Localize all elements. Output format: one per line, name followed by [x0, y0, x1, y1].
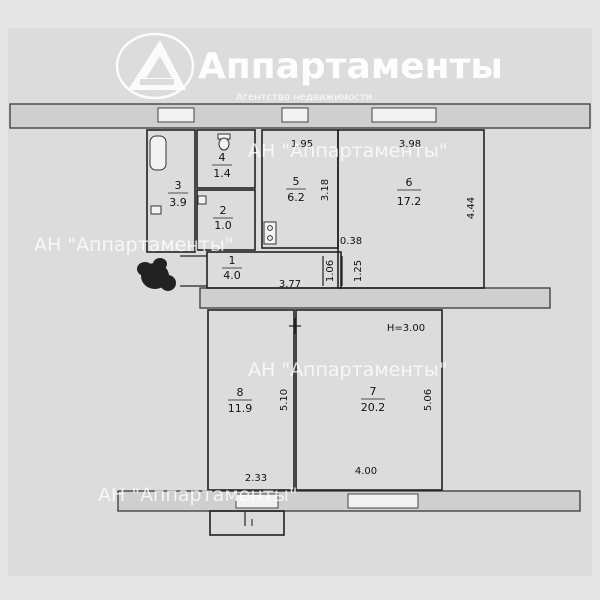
dimension-labels: 1.95 3.98 3.18 4.44 0.38 1.06 1.25 3.77 …	[245, 139, 477, 529]
dim-0-38: 0.38	[340, 236, 362, 247]
stove	[263, 221, 277, 245]
room-6-num: 6	[406, 176, 413, 189]
entrance-vestibule	[209, 510, 285, 536]
dim-5-06: 5.06	[423, 389, 434, 411]
room-5-area: 6.2	[287, 191, 305, 204]
room-7-outline	[295, 309, 443, 491]
partitions	[180, 255, 343, 526]
room-5-num: 5	[293, 175, 300, 188]
dim-3-77: 3.77	[279, 279, 301, 290]
logo-triangle-icon	[128, 40, 186, 90]
window-kitchen	[281, 107, 309, 123]
sink-small	[197, 195, 207, 205]
window-bath	[157, 107, 195, 123]
room-3-outline	[146, 129, 196, 253]
watermark-2: АН "Аппартаменты"	[34, 234, 234, 256]
window-room7	[347, 493, 419, 509]
room-3-num: 3	[175, 179, 182, 192]
middle-wall-band	[199, 287, 551, 309]
room-1-num: 1	[229, 254, 236, 267]
room-6-outline	[337, 129, 485, 289]
room-4-num: 4	[219, 151, 226, 164]
dim-4-00: 4.00	[355, 466, 377, 477]
toilet-bowl	[218, 137, 230, 151]
dim-1-95: 1.95	[291, 139, 313, 150]
watermark-1: АН "Аппартаменты"	[248, 140, 448, 162]
watermarks: АН "Аппартаменты" АН "Аппартаменты" АН "…	[34, 140, 448, 506]
room-2-num: 2	[220, 204, 227, 217]
windows	[157, 107, 437, 509]
dim-1-25: 1.25	[353, 260, 364, 282]
room-1-area: 4.0	[223, 269, 241, 282]
dim-3-98: 3.98	[399, 139, 421, 150]
sink-bath	[150, 205, 162, 215]
room-8-area: 11.9	[228, 402, 253, 415]
dim-3-18: 3.18	[320, 179, 331, 201]
logo-triangle-cut	[140, 79, 174, 85]
room-8-num: 8	[237, 386, 244, 399]
brand-name: Аппартаменты	[198, 46, 503, 87]
room-7-num: 7	[370, 385, 377, 398]
bathtub	[149, 135, 167, 171]
room-7-area: 20.2	[361, 401, 386, 414]
window-room6	[371, 107, 437, 123]
stair-blot	[137, 258, 176, 291]
top-wall-band	[9, 103, 591, 129]
fixtures	[149, 133, 277, 245]
room-1-outline	[206, 251, 342, 289]
room-8-outline	[207, 309, 295, 491]
room-4-area: 1.4	[213, 167, 231, 180]
room-labels: 1 4.0 2 1.0 3 3.9 4 1.4 5 6.2 6 17.2 7 2…	[168, 151, 421, 415]
dim-4-44: 4.44	[466, 197, 477, 219]
dim-1-06: 1.06	[325, 260, 336, 282]
room-2-area: 1.0	[214, 219, 232, 232]
brand-logo	[115, 32, 195, 100]
entrance-mark: I	[251, 518, 254, 529]
room-6-area: 17.2	[397, 195, 422, 208]
dim-5-10: 5.10	[279, 389, 290, 411]
logo-ring	[115, 32, 195, 100]
window-room8	[235, 493, 279, 509]
brand-tagline: Агентство недвижимости	[236, 92, 372, 103]
height-note: H=3.00	[387, 323, 425, 334]
watermark-4: АН "Аппартаменты"	[98, 484, 298, 506]
watermark-3: АН "Аппартаменты"	[248, 359, 448, 381]
dim-2-33: 2.33	[245, 473, 267, 484]
room-4-outline	[196, 129, 256, 189]
room-3-area: 3.9	[169, 196, 187, 209]
room-2-outline	[196, 189, 256, 251]
rooms-outline	[146, 129, 485, 536]
